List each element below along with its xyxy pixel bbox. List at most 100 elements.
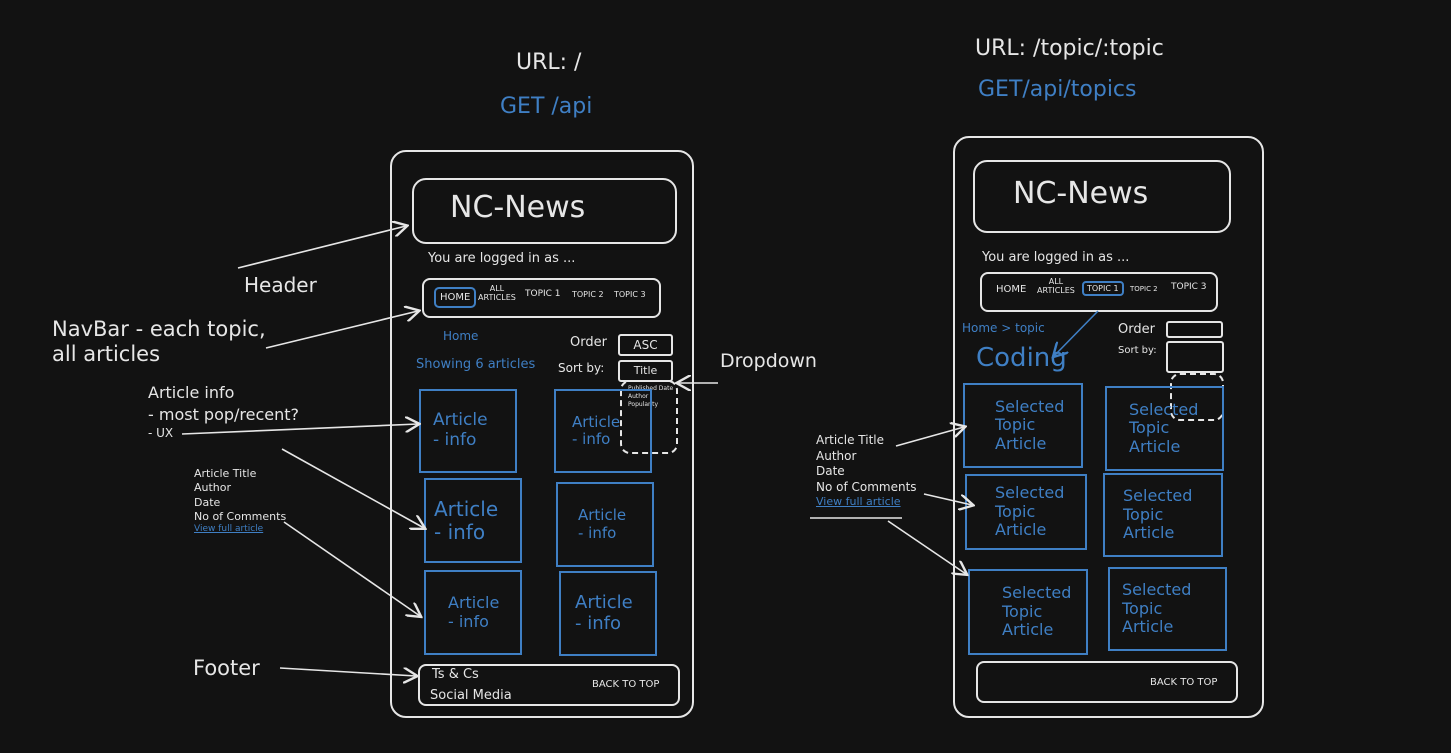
right-nav-articles: ARTICLES	[1037, 285, 1075, 295]
field-date: Date	[816, 464, 845, 479]
right-topic-card[interactable]: Selected Topic Article	[1105, 386, 1224, 471]
article-info: - info	[433, 430, 477, 450]
left-nav-topic1[interactable]: TOPIC 1	[525, 289, 561, 299]
right-topic-card[interactable]: Selected Topic Article	[1103, 473, 1223, 557]
back-to-top-link[interactable]: BACK TO TOP	[592, 679, 660, 690]
right-nav-home[interactable]: HOME	[996, 284, 1027, 295]
left-api: GET /api	[500, 94, 593, 119]
right-navbar: HOME ALL ARTICLES TOPIC 1 TOPIC 2 TOPIC …	[980, 272, 1218, 312]
field-article-title: Article Title	[816, 433, 885, 447]
card-article: Article	[1002, 620, 1054, 640]
left-nav-all: ALL	[489, 284, 505, 293]
right-header-title: NC-News	[1013, 176, 1149, 211]
card-selected: Selected	[995, 396, 1065, 416]
field-comments: No of Comments	[816, 479, 917, 494]
footer-terms-link[interactable]: Ts & Cs	[432, 667, 479, 682]
right-nav-all: ALL	[1048, 277, 1064, 286]
right-nav-topic1[interactable]: TOPIC 1	[1082, 281, 1124, 296]
card-selected: Selected	[1122, 580, 1192, 600]
card-article: Article	[1129, 436, 1181, 456]
card-article: Article	[995, 520, 1047, 540]
card-selected: Selected	[1129, 399, 1199, 419]
annotation-article-info-line1: Article info	[148, 383, 235, 402]
right-order-label: Order	[1118, 322, 1155, 337]
card-topic: Topic	[1122, 598, 1163, 618]
article-title: Article	[448, 593, 500, 613]
left-nav-home[interactable]: HOME	[434, 287, 477, 308]
right-topic-card[interactable]: Selected Topic Article	[968, 569, 1088, 655]
right-topic-card[interactable]: Selected Topic Article	[1108, 567, 1227, 651]
card-topic: Topic	[1129, 418, 1170, 438]
annotation-article-info-line3: - UX	[148, 426, 174, 441]
card-topic: Topic	[1002, 601, 1043, 621]
annotation-dropdown: Dropdown	[720, 350, 817, 372]
right-nav-all-articles[interactable]: ALL ARTICLES	[1037, 277, 1075, 296]
right-api: GET/api/topics	[978, 77, 1137, 102]
right-header: NC-News	[973, 160, 1231, 233]
left-article-card[interactable]: Article - info	[559, 571, 657, 656]
right-nav-topic2[interactable]: TOPIC 2	[1130, 285, 1158, 293]
view-full-article-link[interactable]: View full article	[816, 495, 901, 509]
right-nav-topic3[interactable]: TOPIC 3	[1171, 282, 1207, 292]
article-title: Article	[578, 506, 627, 525]
left-logged-in: You are logged in as ...	[428, 251, 576, 266]
field-author: Author	[194, 481, 232, 495]
right-topic-heading: Coding	[976, 343, 1067, 373]
article-title: Article	[433, 410, 488, 431]
right-sort-label: Sort by:	[1118, 345, 1157, 356]
left-sort-option[interactable]: Published Date	[628, 385, 674, 392]
left-nav-topic3[interactable]: TOPIC 3	[614, 290, 646, 299]
left-footer: Ts & Cs Social Media BACK TO TOP	[418, 664, 680, 706]
card-topic: Topic	[995, 415, 1036, 435]
article-title: Article	[575, 591, 633, 613]
annotation-header: Header	[244, 273, 317, 297]
field-comments: No of Comments	[194, 509, 287, 523]
card-topic: Topic	[995, 501, 1036, 521]
annotation-navbar: NavBar - each topic, all articles	[52, 317, 266, 367]
card-selected: Selected	[1002, 583, 1072, 603]
left-order-select[interactable]: ASC	[618, 334, 673, 356]
annotation-article-info-line2: - most pop/recent?	[148, 404, 300, 424]
annotation-navbar-line2: all articles	[52, 342, 161, 367]
article-title: Article	[572, 412, 621, 431]
field-date: Date	[194, 495, 221, 509]
right-breadcrumb[interactable]: Home > topic	[962, 321, 1045, 335]
view-full-article-link[interactable]: View full article	[194, 524, 264, 535]
footer-social-link[interactable]: Social Media	[430, 688, 512, 703]
left-article-card[interactable]: Article - info	[424, 570, 522, 655]
left-sort-select[interactable]: Title	[618, 360, 673, 382]
right-sort-select[interactable]	[1166, 341, 1224, 373]
field-author: Author	[816, 448, 857, 463]
left-sort-label: Sort by:	[558, 361, 605, 375]
right-order-select[interactable]	[1166, 321, 1223, 338]
article-info: - info	[578, 523, 617, 542]
card-selected: Selected	[1123, 486, 1193, 506]
left-sort-dropdown-menu: Published Date Author Popularity	[620, 380, 678, 454]
right-url: URL: /topic/:topic	[975, 36, 1164, 61]
left-article-card[interactable]: Article - info	[419, 389, 517, 473]
left-showing-count: Showing 6 articles	[416, 357, 536, 372]
right-footer: BACK TO TOP	[976, 661, 1238, 703]
card-article: Article	[1123, 523, 1175, 543]
card-selected: Selected	[995, 483, 1065, 503]
left-nav-topic2[interactable]: TOPIC 2	[572, 290, 604, 299]
left-nav-all-articles[interactable]: ALL ARTICLES	[478, 284, 516, 303]
left-article-card[interactable]: Article - info	[424, 478, 522, 563]
annotation-article-info: Article info - most pop/recent? - UX	[148, 382, 299, 441]
back-to-top-link[interactable]: BACK TO TOP	[1150, 677, 1218, 688]
left-article-card[interactable]: Article - info	[554, 389, 652, 473]
left-header: NC-News	[412, 178, 677, 244]
right-topic-card[interactable]: Selected Topic Article	[965, 474, 1087, 550]
left-breadcrumb[interactable]: Home	[443, 329, 479, 343]
left-header-title: NC-News	[450, 190, 586, 225]
left-sort-option[interactable]: Author	[628, 393, 649, 400]
card-article: Article	[995, 433, 1047, 453]
right-topic-card[interactable]: Selected Topic Article	[963, 383, 1083, 468]
article-info: - info	[434, 519, 486, 544]
field-article-title: Article Title	[194, 467, 257, 480]
left-sort-option[interactable]: Popularity	[628, 401, 659, 408]
left-article-card[interactable]: Article - info	[556, 482, 654, 567]
arrow-header	[237, 226, 406, 269]
card-topic: Topic	[1123, 504, 1164, 524]
right-logged-in: You are logged in as ...	[982, 250, 1130, 265]
